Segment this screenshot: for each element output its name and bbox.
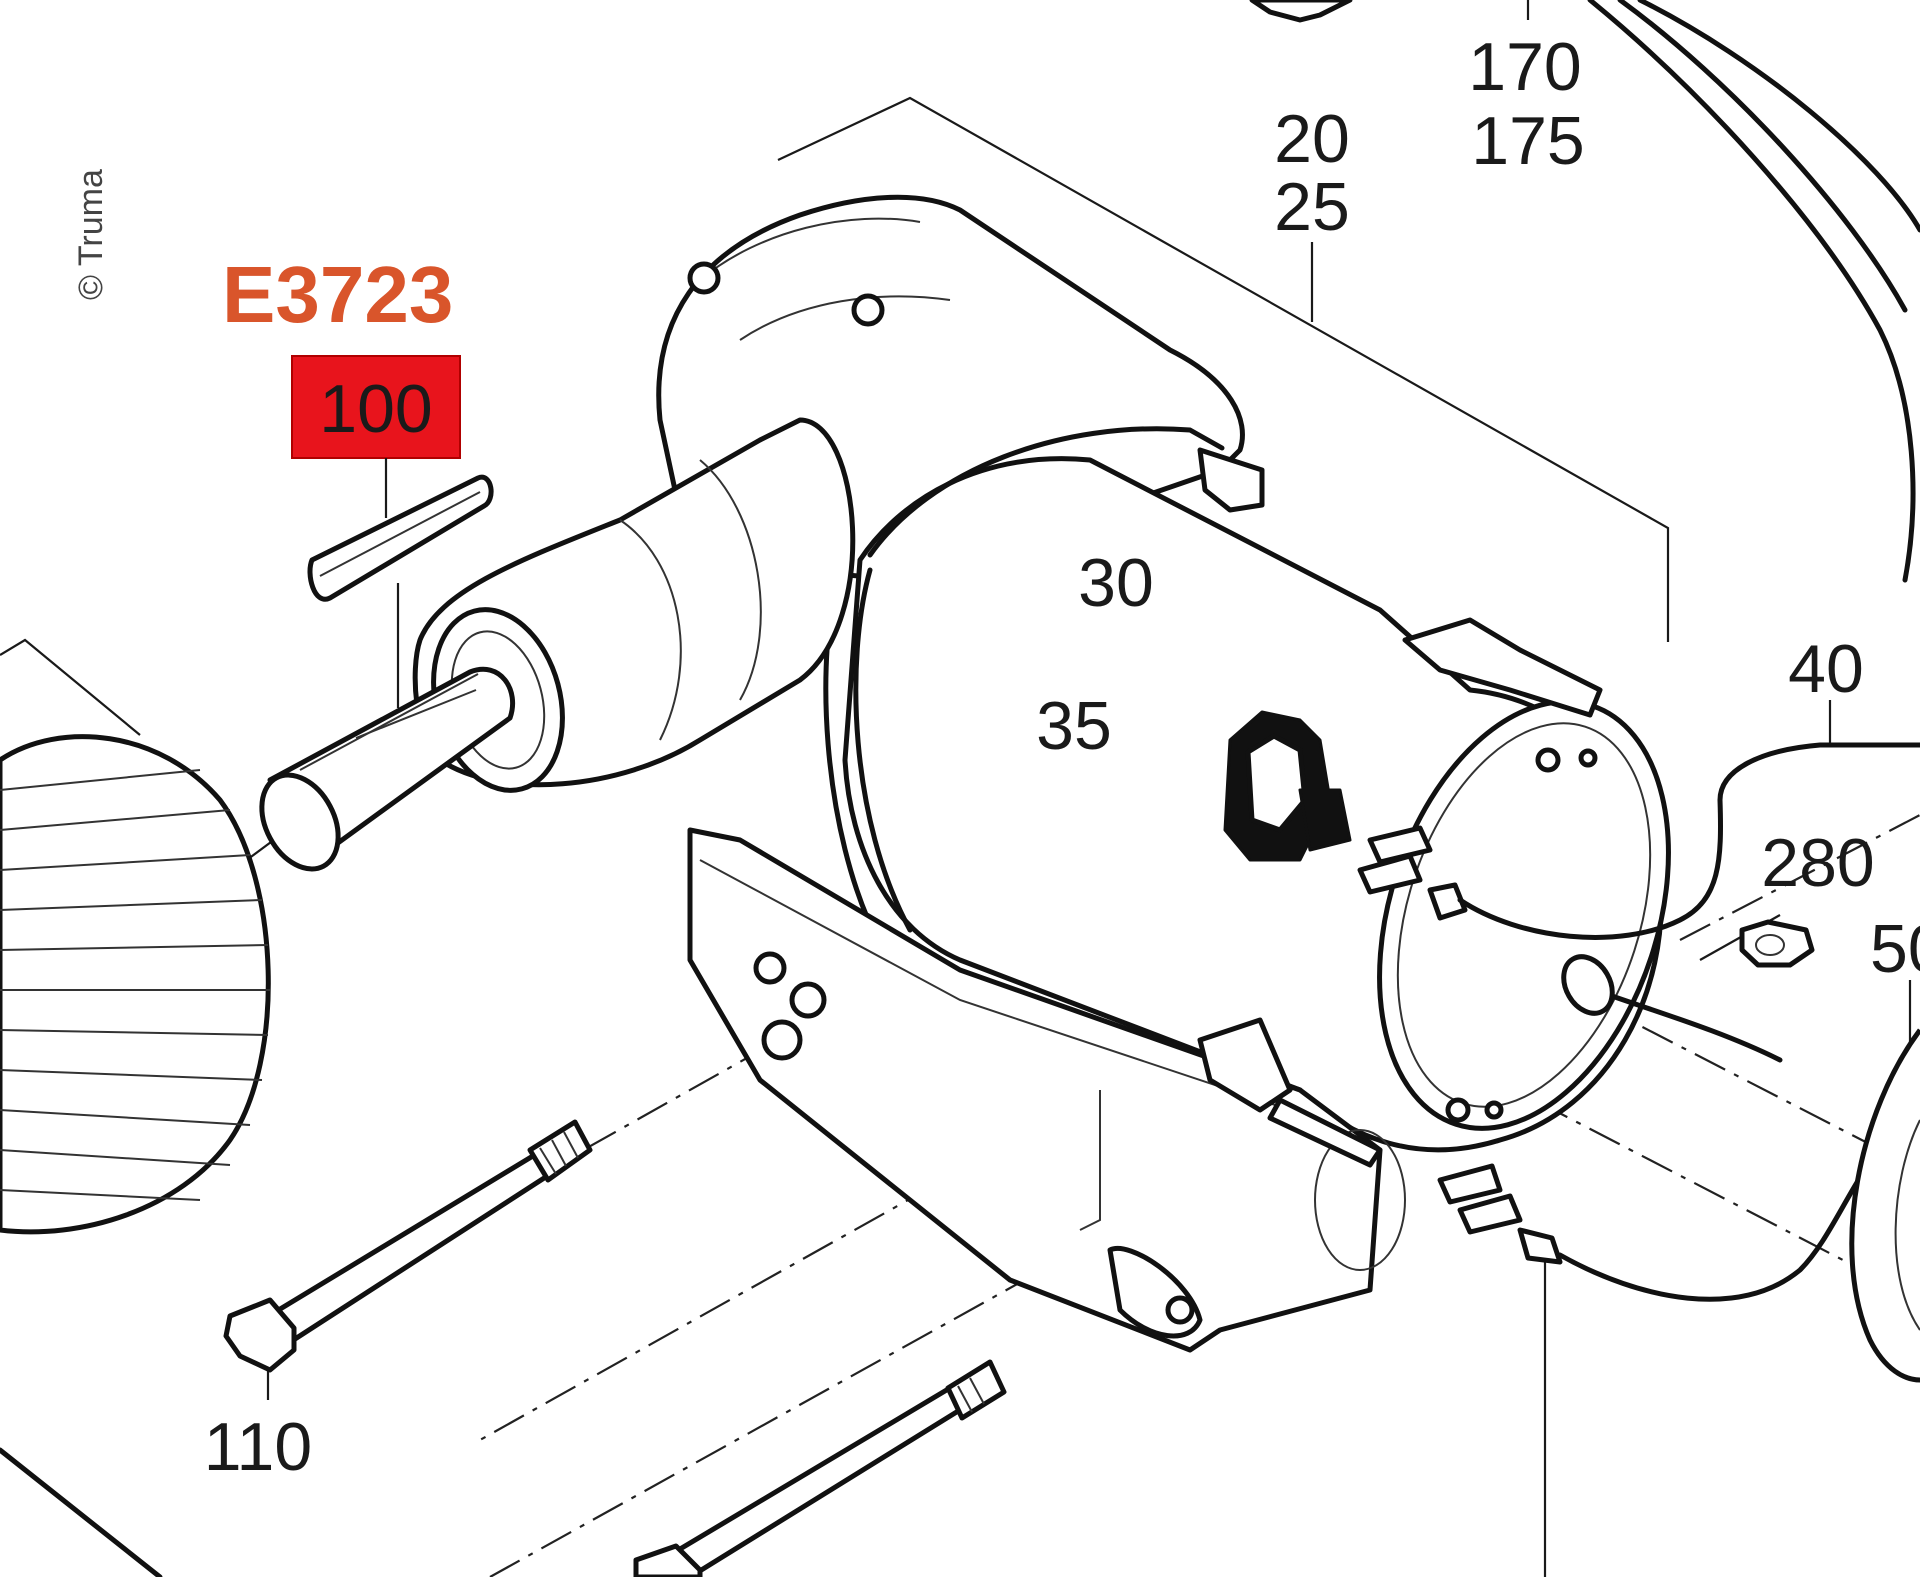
part-label-50[interactable]: 50	[1870, 911, 1920, 987]
highlight-box-100[interactable]	[291, 355, 461, 459]
bolt-lower	[633, 1359, 1007, 1577]
key-part-100[interactable]	[307, 474, 494, 602]
part-label-110[interactable]: 110	[204, 1409, 312, 1485]
part-50-cover	[1849, 1028, 1920, 1383]
part-label-170[interactable]: 170	[1468, 29, 1581, 105]
bushing	[1561, 954, 1615, 1016]
bolt-part-110[interactable]	[223, 1119, 593, 1373]
cable-bundle	[1587, 0, 1920, 583]
part-label-280[interactable]: 280	[1761, 825, 1874, 901]
part-label-100[interactable]: 100	[319, 371, 432, 447]
part-label-25[interactable]: 25	[1274, 169, 1350, 245]
copyright-text: © Truma	[72, 169, 110, 300]
diagram-code: E3723	[222, 250, 453, 339]
part-label-40[interactable]: 40	[1788, 631, 1864, 707]
part-label-175[interactable]: 175	[1471, 103, 1584, 179]
fan-wheel	[0, 638, 271, 1577]
nut-part-280[interactable]	[1739, 919, 1815, 968]
top-bracket-piece	[1249, 0, 1353, 23]
part-label-30[interactable]: 30	[1078, 545, 1154, 621]
housing-group-bracket	[777, 96, 1670, 642]
part-label-35[interactable]: 35	[1036, 688, 1112, 764]
part-label-20[interactable]: 20	[1274, 101, 1350, 177]
motor-assembly	[259, 194, 1671, 1353]
